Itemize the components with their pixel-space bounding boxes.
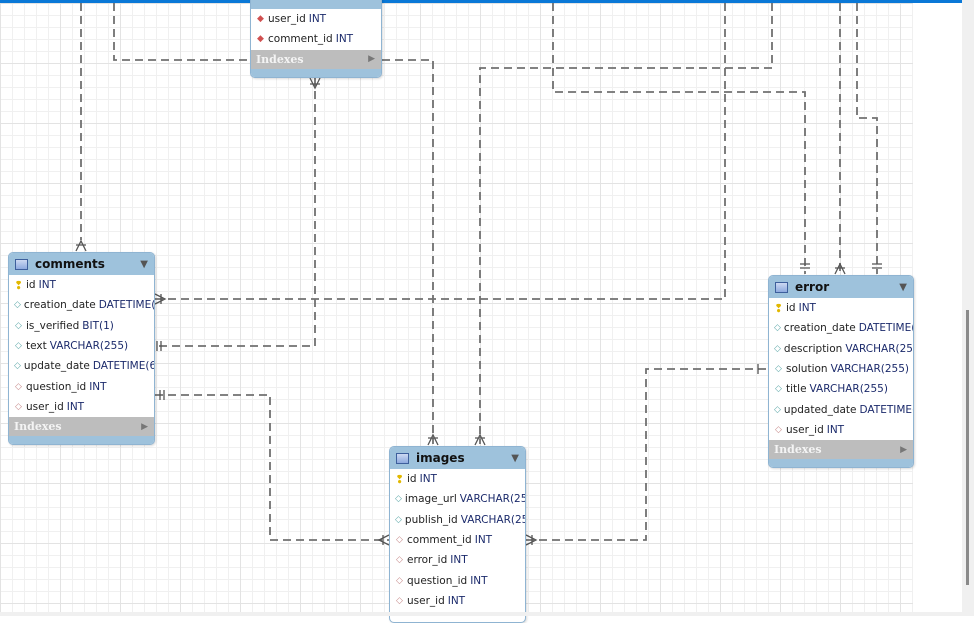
horizontal-scrollbar[interactable] [0, 612, 962, 616]
collapse-arrow-icon[interactable]: ▼ [511, 452, 519, 464]
table-footer [769, 459, 913, 468]
column-diamond-icon: ◇ [774, 404, 781, 415]
relationship-line [155, 3, 726, 300]
table-footer [251, 68, 381, 77]
relationship-line [552, 3, 806, 274]
column-diamond-icon: ◇ [15, 341, 22, 352]
relationship-line [155, 78, 316, 347]
crow-foot-icon [377, 534, 390, 546]
vertical-scrollbar[interactable] [962, 0, 974, 616]
fk-diamond-icon: ◇ [15, 381, 22, 392]
table-header[interactable]: error▼ [769, 276, 913, 298]
fk-diamond-icon: ◇ [775, 424, 782, 435]
table-icon [15, 258, 28, 270]
column-diamond-icon: ◇ [775, 364, 782, 375]
fk-pk-diamond-icon: ◆ [257, 14, 264, 25]
relationship-line [526, 368, 767, 541]
table-header[interactable] [251, 0, 381, 9]
column-diamond-icon: ◇ [774, 323, 781, 334]
crow-foot-icon [75, 239, 87, 252]
relationship-line [479, 3, 773, 444]
relationship-line [856, 3, 878, 274]
table-header[interactable]: comments▼ [9, 253, 154, 275]
crow-foot-icon [309, 77, 321, 90]
column-diamond-icon: ◇ [395, 494, 402, 505]
fk-diamond-icon: ◇ [396, 535, 403, 546]
one-mark-icon [872, 263, 882, 269]
fk-diamond-icon: ◇ [15, 401, 22, 412]
crow-foot-icon [427, 433, 439, 446]
expand-arrow-icon[interactable]: ▶ [900, 444, 907, 455]
column-diamond-icon: ◇ [395, 514, 402, 525]
key-icon: ❢ [774, 301, 784, 315]
collapse-arrow-icon[interactable]: ▼ [140, 258, 148, 270]
vertical-scrollbar-thumb[interactable] [966, 310, 969, 585]
expand-arrow-icon[interactable]: ▶ [368, 54, 375, 65]
indexes-section[interactable]: Indexes▶ [251, 49, 381, 69]
one-mark-icon [156, 341, 162, 351]
fk-diamond-icon: ◇ [396, 595, 403, 606]
one-mark-icon [159, 390, 165, 400]
collapse-arrow-icon[interactable]: ▼ [899, 281, 907, 293]
column-diamond-icon: ◇ [15, 320, 22, 331]
crow-foot-icon [525, 534, 538, 546]
indexes-section[interactable]: Indexes▶ [769, 440, 913, 460]
crow-foot-icon [834, 262, 846, 275]
table-icon [396, 452, 409, 464]
key-icon: ❢ [14, 278, 24, 292]
expand-arrow-icon[interactable]: ▶ [141, 421, 148, 432]
column-diamond-icon: ◇ [775, 384, 782, 395]
table-icon [775, 281, 788, 293]
relationship-line [382, 59, 434, 444]
fk-diamond-icon: ◇ [396, 555, 403, 566]
relationship-line [155, 394, 389, 541]
column-diamond-icon: ◇ [774, 343, 781, 354]
table-header[interactable]: images▼ [390, 447, 525, 469]
indexes-section[interactable]: Indexes▶ [9, 417, 154, 437]
column-diamond-icon: ◇ [14, 300, 21, 311]
fk-diamond-icon: ◇ [396, 575, 403, 586]
crow-foot-icon [474, 433, 486, 446]
key-icon: ❢ [395, 472, 405, 486]
fk-pk-diamond-icon: ◆ [257, 34, 264, 45]
window-top-border [0, 0, 974, 3]
crow-foot-icon [154, 293, 167, 305]
relationship-line [113, 3, 250, 61]
one-mark-icon [800, 263, 810, 269]
table-footer [9, 436, 154, 445]
column-diamond-icon: ◇ [14, 361, 21, 372]
